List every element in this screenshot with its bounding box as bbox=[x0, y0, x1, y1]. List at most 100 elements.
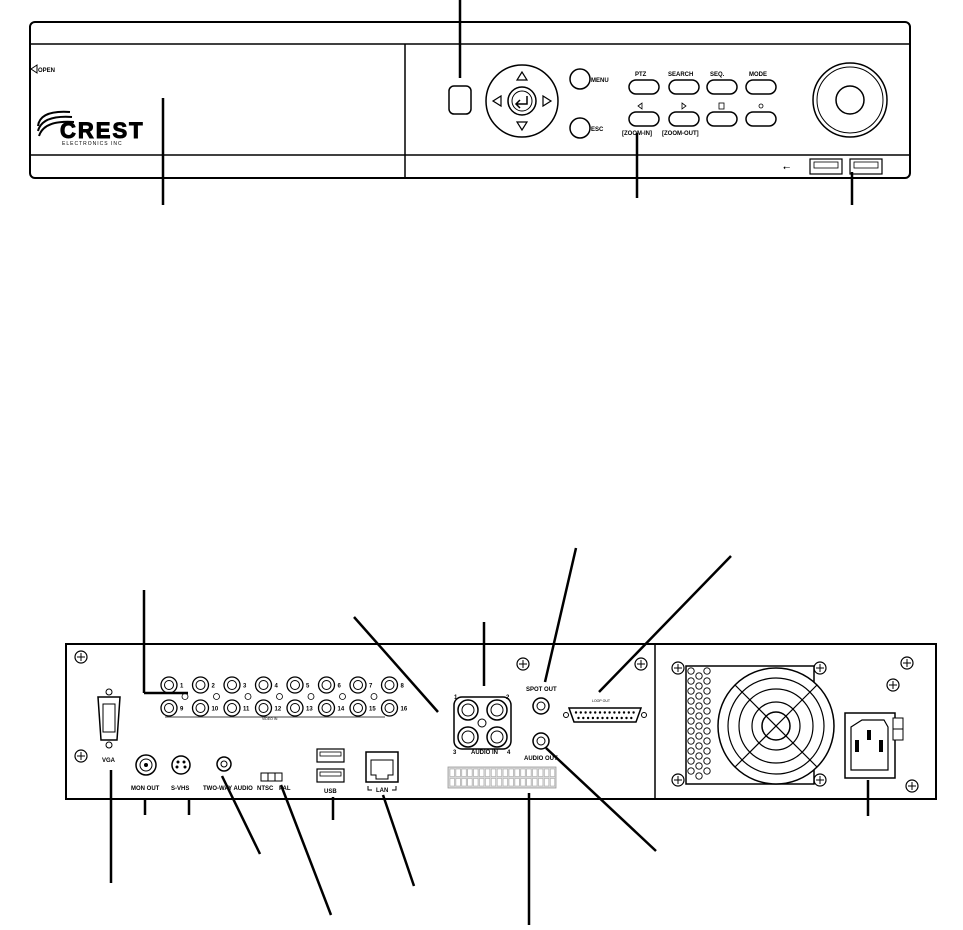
video-in-number-7: 7 bbox=[369, 684, 373, 690]
video-in-screw-icon bbox=[276, 693, 283, 700]
square-button[interactable] bbox=[448, 85, 472, 115]
crest-logo: CREST ELECTRONICS INC bbox=[37, 110, 145, 147]
vent-hole bbox=[687, 737, 695, 745]
video-format-switch-slot-3[interactable] bbox=[274, 772, 283, 782]
menu-button[interactable] bbox=[569, 68, 591, 90]
svhs-label: S-VHS bbox=[171, 786, 189, 792]
callout-line-ntsc-pal bbox=[279, 784, 333, 916]
terminal-cell bbox=[461, 778, 467, 787]
video-in-bnc-inner bbox=[195, 680, 206, 690]
video-in-number-13: 13 bbox=[306, 707, 313, 713]
video-in-bnc-inner bbox=[227, 680, 237, 690]
vent-hole bbox=[687, 757, 695, 765]
audio-out-port-inner bbox=[536, 736, 546, 746]
usb-icon: ⭠ bbox=[783, 162, 790, 172]
rear-screws bbox=[74, 650, 919, 793]
enter-icon bbox=[514, 96, 528, 109]
vent-hole bbox=[687, 687, 695, 695]
video-in-bnc-inner bbox=[227, 703, 237, 713]
terminal-cell bbox=[490, 768, 496, 777]
audio-in-label: AUDIO IN bbox=[471, 750, 498, 756]
arrow-up-icon[interactable] bbox=[515, 70, 529, 81]
open-arrow-icon bbox=[30, 64, 38, 74]
terminal-cell bbox=[544, 778, 550, 787]
pause-button[interactable] bbox=[706, 111, 738, 127]
loop-out-pins bbox=[574, 711, 635, 720]
screw-slot bbox=[816, 776, 824, 784]
front-usb-port-1-inner bbox=[813, 161, 839, 169]
screw-slot bbox=[77, 653, 85, 661]
db25-pin bbox=[625, 716, 628, 720]
screw-slot bbox=[903, 659, 911, 667]
video-in-screw-icon bbox=[181, 693, 189, 700]
screw-slot bbox=[908, 782, 916, 790]
terminal-cell bbox=[455, 778, 461, 787]
tray-open-label: OPEN bbox=[38, 68, 55, 74]
video-in-bnc-inner bbox=[353, 703, 363, 713]
ptz-button[interactable] bbox=[628, 79, 660, 95]
audio-in-number-4: 4 bbox=[507, 750, 511, 756]
fan-guard-ring-2 bbox=[727, 677, 825, 775]
esc-button[interactable] bbox=[569, 117, 591, 139]
record-icon bbox=[758, 103, 764, 109]
video-format-switch-slot-2[interactable] bbox=[267, 772, 276, 782]
audio-in-number-3: 3 bbox=[453, 750, 457, 756]
lan-port-socket bbox=[370, 759, 394, 780]
svhs-port[interactable] bbox=[171, 755, 191, 775]
fan-guard-ring-4 bbox=[751, 701, 801, 751]
video-in-number-5: 5 bbox=[306, 684, 310, 690]
video-in-number-2: 2 bbox=[212, 684, 216, 690]
db25-pin bbox=[608, 711, 611, 714]
terminal-cell bbox=[496, 768, 502, 777]
esc-label: ESC bbox=[591, 127, 604, 133]
vent-hole bbox=[695, 762, 703, 770]
db25-pin bbox=[627, 711, 630, 714]
seq-button[interactable] bbox=[706, 79, 738, 95]
vent-hole bbox=[695, 772, 703, 780]
terminal-cell bbox=[520, 768, 526, 777]
search-button[interactable] bbox=[668, 79, 700, 95]
terminal-cell bbox=[496, 778, 502, 787]
lan-label: LAN bbox=[376, 788, 388, 794]
arrow-left-icon[interactable] bbox=[491, 94, 502, 108]
record-button[interactable] bbox=[745, 111, 777, 127]
video-in-bnc-inner bbox=[290, 703, 300, 713]
arrow-right-icon[interactable] bbox=[542, 94, 553, 108]
jog-dial[interactable] bbox=[835, 85, 865, 115]
pause-icon bbox=[718, 102, 725, 110]
loop-out-port[interactable] bbox=[567, 707, 643, 723]
pal-label: PAL bbox=[279, 786, 291, 792]
db25-pin bbox=[584, 711, 587, 714]
vent-hole bbox=[703, 707, 711, 715]
logo-swoosh-3 bbox=[38, 120, 75, 137]
vent-hole bbox=[703, 677, 711, 685]
zoom-in-button[interactable] bbox=[628, 111, 660, 127]
power-pin bbox=[855, 740, 859, 752]
rear-usb-port-1-inner bbox=[319, 751, 342, 757]
video-format-switch-slot-1[interactable] bbox=[260, 772, 269, 782]
db25-pin bbox=[589, 711, 592, 714]
ptz-label: PTZ bbox=[635, 72, 647, 78]
db25-pin bbox=[582, 716, 585, 720]
db25-pin bbox=[596, 716, 599, 720]
direction-pad bbox=[485, 64, 559, 138]
screw-slot bbox=[637, 660, 645, 668]
callout-line-audio-out bbox=[545, 747, 657, 852]
db25-pin bbox=[610, 716, 614, 720]
video-in-screw-icon bbox=[339, 693, 346, 700]
audio-in-number-1: 1 bbox=[454, 695, 458, 701]
db25-pin bbox=[591, 716, 595, 720]
search-label: SEARCH bbox=[668, 72, 693, 78]
video-in-number-1: 1 bbox=[180, 684, 184, 690]
terminal-cell bbox=[508, 768, 514, 777]
arrow-down-icon[interactable] bbox=[515, 121, 529, 132]
terminal-cell bbox=[502, 778, 508, 787]
mode-button[interactable] bbox=[745, 79, 777, 95]
vent-hole bbox=[703, 727, 711, 735]
spot-out-port-inner bbox=[536, 701, 546, 711]
zoom-out-button[interactable] bbox=[668, 111, 700, 127]
vent-hole bbox=[695, 742, 703, 750]
loop-out-label: LOOP OUT bbox=[592, 699, 611, 703]
logo-text: CREST bbox=[60, 118, 145, 143]
